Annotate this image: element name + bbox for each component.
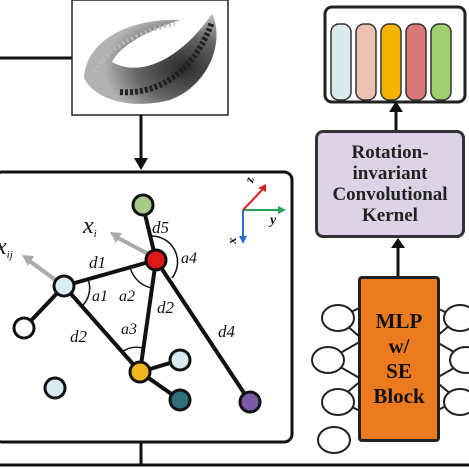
angle-label-a1: a1 [92,288,108,305]
vector-label-xi: xi [82,213,97,240]
node-white-left [12,316,36,340]
mlp-line-4: Block [373,384,425,408]
node-light-blue [52,274,76,298]
feature-bar-5 [430,23,452,101]
feature-bar-4 [405,23,427,101]
kernel-line-2: invariant [352,163,428,184]
arrow-head-mlp-to-kernel [391,238,405,248]
node-green [131,193,155,217]
kernel-line-4: Kernel [362,205,418,226]
axis-z-label: z [241,175,257,184]
angle-label-a3: a3 [121,321,137,338]
edge-label-d5: d5 [152,218,169,237]
mlp-se-block-box: MLP w/ SE Block [358,276,440,442]
mlp-line-2: w/ [388,334,410,358]
arrow-head-kernel-to-bars [389,101,403,112]
graph-box [0,170,294,444]
feature-bar-3 [380,23,402,101]
axis-y-label: y [268,213,277,228]
node-red [144,248,168,272]
axis-x-label: x [224,237,239,245]
node-yellow [128,360,152,384]
vector-label-xij: xij [0,234,13,261]
feature-bar-2 [355,23,377,101]
edge-label-d2-left: d2 [70,327,88,346]
angle-label-a2: a2 [119,288,135,305]
kernel-line-3: Convolutional [332,184,448,205]
arrow-head-image-to-graph [134,158,148,170]
node-light-blue-bottom [43,376,67,400]
node-light-blue-right [168,348,192,372]
angle-label-a4: a4 [181,250,197,267]
feature-bar-1 [330,23,352,101]
mlp-line-3: SE [386,359,412,383]
graph-nodes [12,193,262,414]
angle-arcs [81,235,179,353]
edge-label-d2-center: d2 [157,298,175,317]
edge-label-d4: d4 [218,322,236,341]
kernel-line-1: Rotation- [351,142,429,163]
edge-label-d1: d1 [89,253,106,272]
rotation-invariant-kernel-box: Rotation- invariant Convolutional Kernel [315,130,465,238]
mlp-line-1: MLP [375,309,423,333]
axis-gizmo [239,184,286,244]
node-teal [168,388,192,412]
point-cloud-image [84,14,217,104]
node-purple [238,390,262,414]
feature-bars [330,23,452,101]
